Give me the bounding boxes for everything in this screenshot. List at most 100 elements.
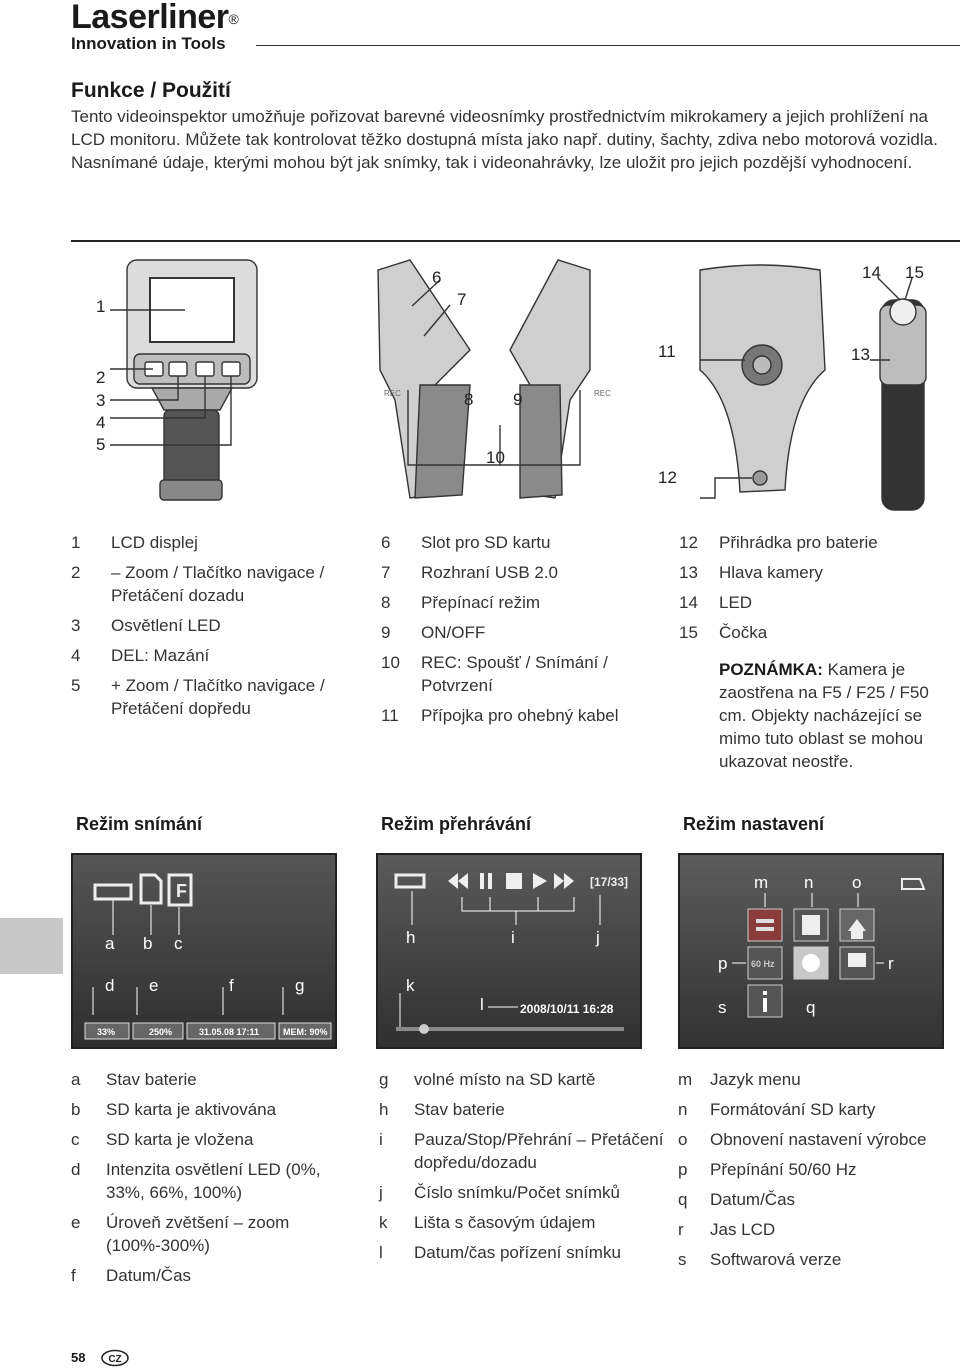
home-icon xyxy=(848,919,866,939)
callout-1: 1 xyxy=(96,297,105,316)
device-back-view xyxy=(699,264,826,499)
clock-icon xyxy=(802,954,820,972)
language-menu-icon xyxy=(747,908,783,942)
callout-12: 12 xyxy=(658,468,677,487)
focus-note: POZNÁMKA: Kamera je zaostřena na F5 / F2… xyxy=(719,660,929,771)
label-e: e xyxy=(149,976,158,995)
label-b: b xyxy=(143,934,152,953)
callout-7: 7 xyxy=(457,290,466,309)
section-divider xyxy=(71,240,960,242)
playback-mode-screen: [17/33] h i j k l 2008/10/11 16:28 xyxy=(376,853,642,1049)
label-r: r xyxy=(888,954,894,973)
settings-mode-screen: m n o p r s q 60 Hz xyxy=(678,853,944,1049)
callout-2: 2 xyxy=(96,368,105,387)
label-h: h xyxy=(406,928,415,947)
list-item: 2– Zoom / Tlačítko navigace / Přetáčení … xyxy=(71,563,325,605)
rec-label-left: REC xyxy=(384,389,401,398)
label-j: j xyxy=(595,928,600,947)
label-c: c xyxy=(174,934,183,953)
svg-text:F: F xyxy=(176,881,187,901)
info-icon xyxy=(763,998,767,1012)
callout-11: 11 xyxy=(658,342,676,361)
play-icon xyxy=(533,873,547,889)
status-zoom: 250% xyxy=(149,1027,172,1037)
sd-inserted-icon xyxy=(167,873,193,907)
label-a: a xyxy=(105,934,115,953)
stop-icon xyxy=(506,873,522,889)
forward-icon xyxy=(554,873,564,889)
back-icon xyxy=(901,878,926,890)
label-k: k xyxy=(406,976,415,995)
frequency-icon xyxy=(747,946,783,980)
header-divider xyxy=(256,45,960,46)
time-bar xyxy=(396,1027,624,1031)
label-n: n xyxy=(804,873,813,892)
camera-head-view xyxy=(870,277,927,511)
device-illustration: 1 2 3 4 5 6 7 8 9 10 11 12 13 14 15 REC … xyxy=(96,259,927,511)
page-number: 58 xyxy=(71,1350,86,1365)
status-mem: MEM: 90% xyxy=(283,1027,328,1037)
brand-block: Laserliner® Innovation in Tools xyxy=(71,0,239,54)
intro-paragraph: Tento videoinspektor umožňuje pořizovat … xyxy=(71,107,938,172)
device-side-view-right xyxy=(500,259,591,499)
monitor-icon xyxy=(848,953,866,967)
date-time-icon xyxy=(793,946,829,980)
callout-5: 5 xyxy=(96,435,105,454)
label-g: g xyxy=(295,976,304,995)
section-title: Funkce / Použití xyxy=(71,79,231,102)
label-l: l xyxy=(480,995,484,1014)
status-led: 33% xyxy=(97,1027,115,1037)
rewind-icon xyxy=(448,873,458,889)
mode-title-playback: Režim přehrávání xyxy=(381,814,532,834)
device-front-view xyxy=(110,259,258,501)
callout-10: 10 xyxy=(486,448,505,467)
label-d: d xyxy=(105,976,114,995)
callout-8: 8 xyxy=(464,390,473,409)
callout-13: 13 xyxy=(851,345,870,364)
label-q: q xyxy=(806,998,815,1017)
battery-icon xyxy=(93,883,133,901)
label-p: p xyxy=(718,954,727,973)
frame-counter: [17/33] xyxy=(590,875,628,889)
brand-logo: Laserliner® xyxy=(71,0,239,36)
mode-title-capture: Režim snímání xyxy=(76,814,203,834)
callout-14: 14 xyxy=(862,263,881,282)
callout-9: 9 xyxy=(513,390,522,409)
language-code: CZ xyxy=(108,1354,121,1365)
capture-timestamp: 2008/10/11 16:28 xyxy=(520,1002,614,1016)
sd-card-icon xyxy=(802,915,820,935)
device-side-view-left xyxy=(377,259,501,499)
hz-value: 60 Hz xyxy=(751,959,775,969)
callout-3: 3 xyxy=(96,391,105,410)
label-o: o xyxy=(852,873,861,892)
status-datetime: 31.05.08 17:11 xyxy=(199,1027,259,1037)
